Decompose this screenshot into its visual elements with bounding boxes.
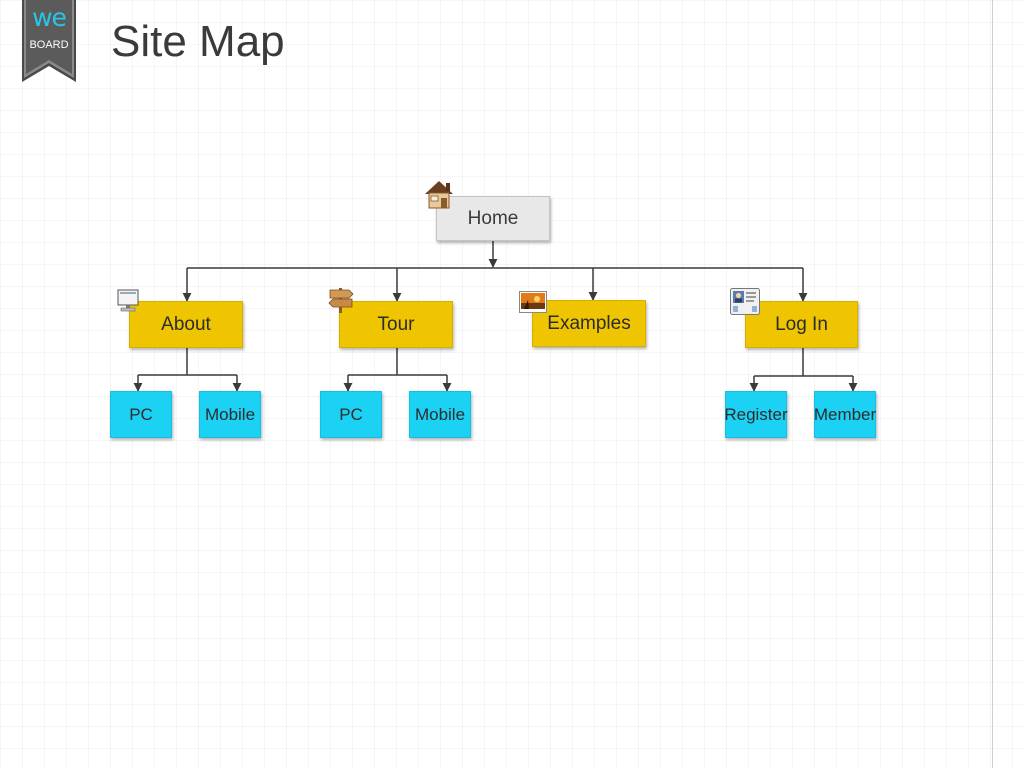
node-about-mobile[interactable]: Mobile <box>199 391 261 438</box>
node-tour[interactable]: Tour <box>339 301 453 348</box>
signpost-icon <box>328 288 354 313</box>
page-title: Site Map <box>111 17 285 66</box>
photo-icon <box>519 291 547 313</box>
computer-monitor-icon <box>117 289 139 312</box>
logo-text-we: we <box>32 3 67 32</box>
node-tour-mobile[interactable]: Mobile <box>409 391 471 438</box>
id-card-icon <box>730 288 760 315</box>
right-border <box>992 0 993 768</box>
node-tour-pc[interactable]: PC <box>320 391 382 438</box>
weboard-logo[interactable]: we BOARD <box>22 0 76 82</box>
node-home[interactable]: Home <box>436 196 550 241</box>
house-icon <box>425 181 453 209</box>
logo-text-board: BOARD <box>29 39 69 51</box>
node-about[interactable]: About <box>129 301 243 348</box>
node-login[interactable]: Log In <box>745 301 858 348</box>
node-member[interactable]: Member <box>814 391 876 438</box>
node-examples[interactable]: Examples <box>532 300 646 347</box>
node-register[interactable]: Register <box>724 391 788 438</box>
node-about-pc[interactable]: PC <box>110 391 172 438</box>
